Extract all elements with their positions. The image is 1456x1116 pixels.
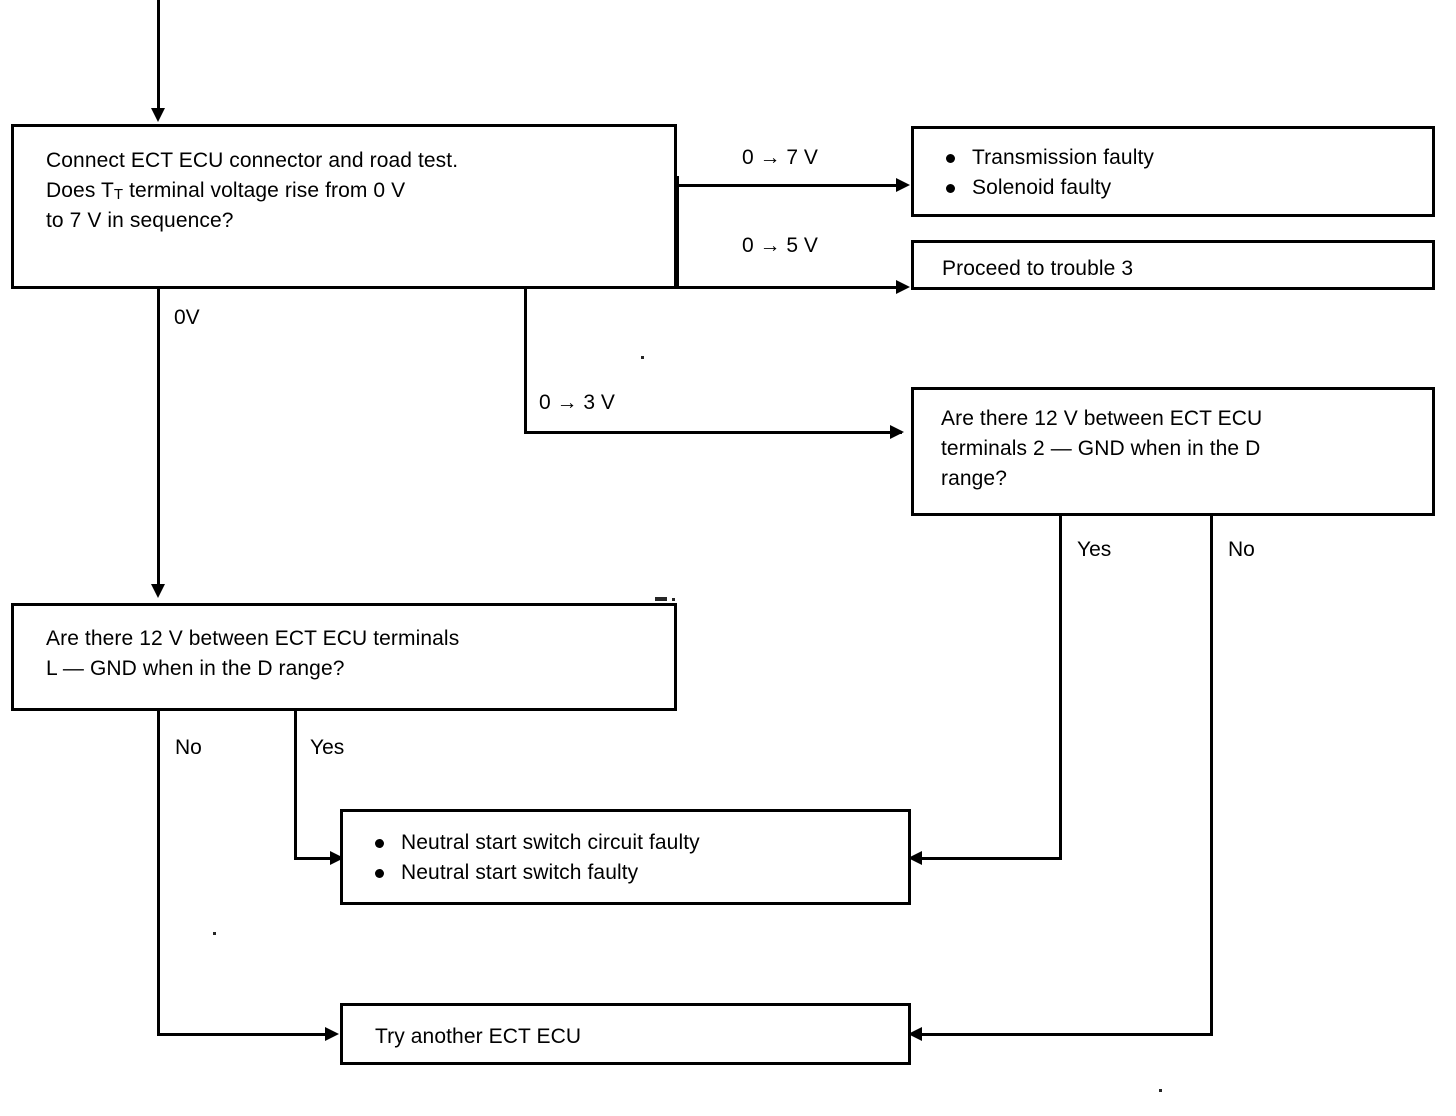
node-check-tt-voltage[interactable]: Connect ECT ECU connector and road test.… — [11, 124, 677, 289]
scan-artifact — [641, 356, 644, 359]
node-check-tt-voltage-line3: to 7 V in sequence? — [46, 208, 234, 232]
node-check-terminal-l-line2: L — GND when in the D range? — [46, 656, 345, 680]
tt-suffix: terminal voltage rise from 0 V — [123, 178, 406, 202]
node-check-terminal-2-line2: terminals 2 — GND when in the D — [941, 436, 1261, 460]
list-item: Solenoid faulty — [938, 173, 1432, 203]
connector-entry-vertical — [157, 0, 160, 110]
arrow-right-no-to-try-another — [908, 1027, 922, 1041]
connector-left-yes-horizontal — [294, 857, 348, 860]
edge-label-0-to-5v: 0 → 5 V — [742, 234, 818, 257]
node-check-terminal-2-line1: Are there 12 V between ECT ECU — [941, 407, 1263, 430]
node-try-another-ecu-text: Try another ECT ECU — [375, 1025, 582, 1048]
node-transmission-solenoid-faulty[interactable]: Transmission faulty Solenoid faulty — [911, 126, 1435, 217]
node-check-terminal-2-line3: range? — [941, 466, 1007, 490]
neutral-start-switch-list: Neutral start switch circuit faulty Neut… — [343, 812, 908, 888]
tt-prefix: Does T — [46, 178, 114, 202]
arrow-left-no-to-try-another — [325, 1027, 339, 1041]
connector-left-no-vertical — [157, 711, 160, 1036]
arrow-to-check-terminal-2 — [890, 425, 904, 439]
node-proceed-trouble-3-text: Proceed to trouble 3 — [942, 257, 1134, 280]
arrow-to-transmission-faulty — [896, 178, 910, 192]
node-proceed-trouble-3[interactable]: Proceed to trouble 3 — [911, 240, 1435, 290]
connector-right-yes-vertical — [1059, 515, 1062, 860]
connector-3v-vertical — [524, 288, 527, 434]
connector-7v-horizontal — [676, 184, 900, 187]
edge-label-0-to-3v: 0 → 3 V — [539, 391, 615, 414]
tt-subscript: T — [113, 185, 124, 203]
list-item: Neutral start switch circuit faulty — [367, 828, 908, 858]
scan-artifact — [672, 598, 675, 601]
node-check-tt-voltage-line2: Does TT terminal voltage rise from 0 V — [46, 176, 674, 206]
connector-right-no-horizontal — [922, 1033, 1213, 1036]
connector-0v-vertical — [157, 288, 160, 586]
node-check-terminal-2-gnd[interactable]: Are there 12 V between ECT ECU terminals… — [911, 387, 1435, 516]
list-item: Transmission faulty — [938, 143, 1432, 173]
list-item: Neutral start switch faulty — [367, 858, 908, 888]
connector-right-yes-horizontal — [922, 857, 1062, 860]
connector-left-no-horizontal — [157, 1033, 335, 1036]
arrow-right-yes-to-neutral — [908, 851, 922, 865]
edge-label-right-no: No — [1228, 538, 1255, 561]
scan-artifact — [1159, 1089, 1162, 1092]
node-neutral-start-switch-faulty[interactable]: Neutral start switch circuit faulty Neut… — [340, 809, 911, 905]
arrow-0v-down — [151, 584, 165, 598]
edge-label-0-to-7v: 0 → 7 V — [742, 146, 818, 169]
edge-label-right-yes: Yes — [1077, 538, 1112, 561]
connector-5v-horizontal — [676, 286, 900, 289]
connector-3v-horizontal — [524, 431, 902, 434]
transmission-solenoid-list: Transmission faulty Solenoid faulty — [914, 129, 1432, 203]
connector-right-no-vertical — [1210, 515, 1213, 1036]
edge-label-0v: 0V — [174, 306, 200, 329]
scan-artifact — [655, 597, 667, 601]
arrow-entry-down — [151, 108, 165, 122]
edge-label-left-no: No — [175, 736, 202, 759]
node-check-tt-voltage-line1: Connect ECT ECU connector and road test. — [46, 149, 459, 172]
connector-b1-right-stub — [676, 176, 679, 288]
node-check-terminal-l-line1: Are there 12 V between ECT ECU terminals — [46, 627, 460, 650]
connector-left-yes-vertical — [294, 711, 297, 860]
edge-label-left-yes: Yes — [310, 736, 345, 759]
scan-artifact — [213, 932, 216, 935]
node-check-terminal-l-gnd[interactable]: Are there 12 V between ECT ECU terminals… — [11, 603, 677, 711]
arrow-to-proceed-trouble-3 — [896, 280, 910, 294]
node-try-another-ecu[interactable]: Try another ECT ECU — [340, 1003, 911, 1065]
